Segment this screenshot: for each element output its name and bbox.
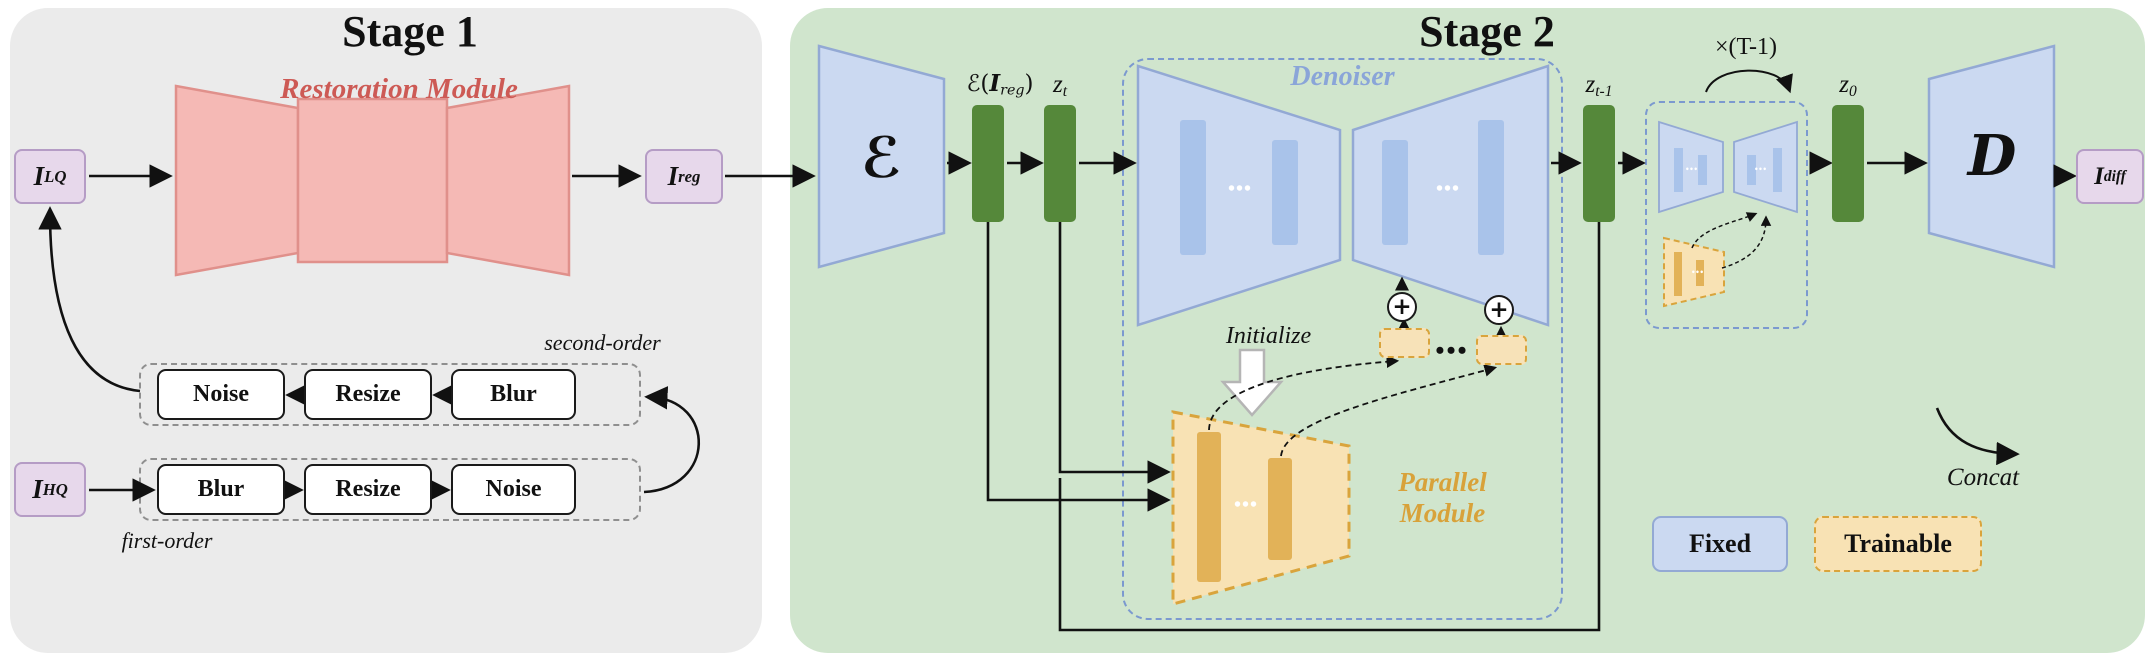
ilq-base: I [33, 161, 45, 191]
dashed-arrow-parallel-to-box2 [1280, 364, 1498, 457]
op-noise-1st: Noise [451, 464, 576, 515]
denoiser-left-dots: ••• [1227, 178, 1252, 200]
ztm1-sub: t-1 [1595, 82, 1613, 100]
z0-latent-bar [1832, 105, 1864, 222]
parallel-module-label-line1: Parallel [1398, 467, 1487, 497]
initialize-arrow [1220, 348, 1284, 417]
z0-label: z0 [1812, 71, 1884, 100]
mini-dashed-arrow [1721, 215, 1772, 269]
op-noise-2nd: Noise [157, 369, 285, 420]
denoiser-parallel-dashed-container [1122, 58, 1563, 620]
concat-label: Concat [1946, 464, 2020, 491]
ztm1-base: z [1585, 71, 1596, 98]
stage2-title: Stage 2 [1419, 7, 1555, 56]
mini-denoiser-right-dots: ••• [1754, 164, 1768, 174]
op-resize-1st: Resize [304, 464, 432, 515]
arc-first-to-second-order [643, 386, 701, 494]
ireg-sub: reg [678, 166, 701, 186]
skip-connection-dots: ••• [1435, 336, 1469, 365]
idiff-base: I [2094, 162, 2104, 190]
ihq-base: I [32, 474, 43, 504]
line-zt-to-parallel [1058, 222, 1171, 484]
encoder-symbol: ℰ [861, 125, 902, 191]
denoiser-label: Denoiser [1290, 61, 1395, 92]
iterations-label: ×(T-1) [1715, 34, 1777, 60]
parallel-dots: ••• [1233, 494, 1258, 516]
mini-parallel-bar [1674, 252, 1682, 296]
plus-circle-1: + [1387, 292, 1417, 322]
op-blur-2nd: Blur [451, 369, 576, 420]
parallel-feature-bar [1268, 458, 1292, 560]
denoiser-feature-bar [1382, 140, 1408, 245]
mini-parallel-dots: ••• [1691, 267, 1705, 277]
restoration-module-label: Restoration Module [280, 73, 518, 105]
ilq-sub: LQ [44, 166, 67, 186]
first-order-label: first-order [121, 528, 213, 553]
line-ztm1-feedback-loop [1058, 222, 1601, 632]
restoration-encoder-shape [174, 84, 300, 277]
encreg-sub: reg [1000, 82, 1025, 99]
dashed-arrow-parallel-to-box1 [1208, 355, 1400, 431]
parallel-module-label-line2: Module [1399, 498, 1486, 528]
zt-label: zt [1014, 71, 1106, 100]
zt-sub: t [1062, 82, 1068, 100]
restoration-bottleneck-shape [296, 97, 449, 264]
encreg-suffix: ) [1024, 71, 1034, 97]
trainable-skip-box-1 [1379, 328, 1430, 358]
ihq-sub: HQ [42, 479, 68, 499]
denoiser-right-dots: ••• [1435, 178, 1460, 200]
mini-dashed-arrow [1691, 212, 1758, 249]
repeated-block-dashed-box [1645, 101, 1808, 329]
iteration-loop-arrow [1705, 69, 1793, 94]
line-encreg-to-parallel [986, 222, 1171, 512]
zt-base: z [1052, 71, 1063, 98]
denoiser-feature-bar [1180, 120, 1206, 255]
decoder-symbol: D [1967, 123, 2017, 189]
encoder-trapezoid [817, 44, 946, 269]
mini-denoiser-bar [1747, 155, 1756, 185]
restoration-decoder-shape [445, 84, 571, 277]
concat-symbol-arrow [1935, 407, 2020, 466]
encreg-base: I [989, 70, 1001, 97]
mini-parallel-bar [1696, 260, 1704, 286]
mini-denoiser-left-dots: ••• [1685, 164, 1699, 174]
initialize-label: Initialize [1225, 323, 1312, 349]
parallel-feature-bar [1197, 432, 1221, 582]
legend-trainable: Trainable [1814, 516, 1982, 572]
second-order-label: second-order [544, 330, 661, 355]
legend-fixed: Fixed [1652, 516, 1788, 572]
plus-circle-2: + [1484, 295, 1514, 325]
ireg-base: I [667, 161, 679, 191]
decoder-trapezoid [1927, 44, 2056, 269]
mini-denoiser-bar [1674, 148, 1683, 192]
stage1-title: Stage 1 [342, 7, 478, 56]
z0-sub: 0 [1848, 82, 1857, 100]
z0-base: z [1839, 71, 1849, 98]
encoded-reg-label: ℰ(Ireg) [920, 71, 1080, 99]
arc-degradation-to-ilq [38, 206, 141, 393]
mini-denoiser-bar [1698, 155, 1707, 185]
trainable-skip-box-2 [1476, 335, 1527, 365]
denoiser-feature-bar [1272, 140, 1298, 245]
zt-latent-bar [1044, 105, 1076, 222]
idiff-sub: diff [2103, 167, 2126, 185]
encreg-prefix: ℰ( [966, 71, 990, 97]
ztm1-latent-bar [1583, 105, 1615, 222]
second-order-dashed-box [139, 363, 641, 426]
mini-denoiser-bar [1773, 148, 1782, 192]
denoiser-feature-bar [1478, 120, 1504, 255]
op-blur-1st: Blur [157, 464, 285, 515]
op-resize-2nd: Resize [304, 369, 432, 420]
ztm1-label: zt-1 [1548, 71, 1650, 100]
encreg-latent-bar [972, 105, 1004, 222]
